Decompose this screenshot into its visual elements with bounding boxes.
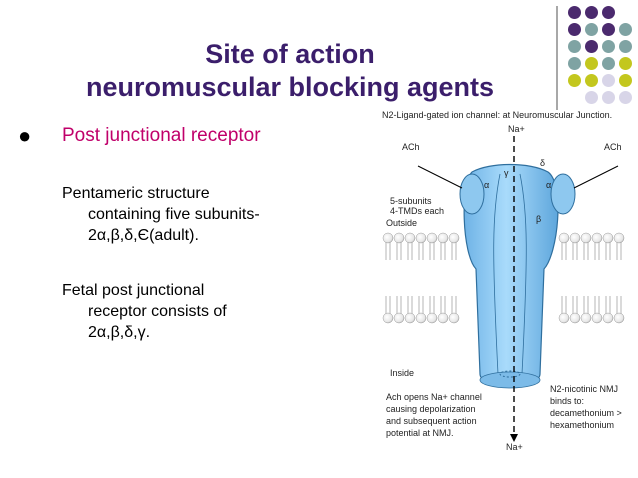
decorative-divider	[556, 6, 558, 110]
lipid-head	[404, 232, 416, 244]
lipid-head	[448, 232, 460, 244]
lipid-head	[415, 312, 427, 324]
ach-arrow-left	[417, 165, 463, 189]
lipid-head	[591, 312, 603, 324]
dot	[568, 57, 581, 70]
title-line-2: neuromuscular blocking agents	[85, 72, 495, 102]
dot	[568, 23, 581, 36]
lipid-head	[613, 312, 625, 324]
lipid-head	[591, 232, 603, 244]
lipid-head	[404, 312, 416, 324]
arrow-down-icon	[510, 434, 518, 442]
dot	[602, 23, 615, 36]
figure-caption: N2-Ligand-gated ion channel: at Neuromus…	[382, 110, 612, 120]
lipid-head	[426, 312, 438, 324]
membrane-lower-heads	[382, 296, 625, 324]
note1-line1: Ach opens Na+ channel	[386, 392, 482, 402]
lipid-head	[602, 232, 614, 244]
lipid-head	[448, 312, 460, 324]
note2-line4: hexamethonium	[550, 420, 614, 430]
channel-base	[479, 371, 541, 389]
note2-line1: N2-nicotinic NMJ	[550, 384, 618, 394]
dot	[602, 74, 615, 87]
subunits-label-2: 4-TMDs each	[390, 206, 444, 216]
ach-left-label: ACh	[402, 142, 420, 152]
bullet-text: Post junctional receptor	[62, 125, 261, 146]
dot	[602, 6, 615, 19]
lipid-head	[426, 232, 438, 244]
lipid-head	[580, 312, 592, 324]
gamma-label: γ	[504, 168, 509, 178]
inside-label: Inside	[390, 368, 414, 378]
dot	[585, 6, 598, 19]
para2-line1: Fetal post junctional	[62, 282, 205, 299]
dot	[619, 23, 632, 36]
note2-line2: binds to:	[550, 396, 584, 406]
na-top-label: Na+	[508, 124, 525, 134]
ach-right-label: ACh	[604, 142, 622, 152]
outside-label: Outside	[386, 218, 417, 228]
dot	[585, 40, 598, 53]
dot	[585, 91, 598, 104]
paragraph-adult-receptor: Pentameric structure containing five sub…	[62, 183, 322, 246]
dot	[602, 91, 615, 104]
dot	[568, 6, 581, 19]
note1-line3: and subsequent action	[386, 416, 477, 426]
dot	[585, 57, 598, 70]
ach-arrow-right	[573, 165, 619, 189]
dot	[602, 40, 615, 53]
para1-line3: 2α,β,δ,Є(adult).	[88, 227, 199, 244]
slide-title: Site of action neuromuscular blocking ag…	[40, 38, 540, 104]
lipid-head	[558, 232, 570, 244]
dot	[619, 40, 632, 53]
lipid-head	[393, 232, 405, 244]
para1-line1: Pentameric structure	[62, 185, 210, 202]
lipid-head	[437, 312, 449, 324]
note2-line3: decamethonium >	[550, 408, 622, 418]
lipid-head	[569, 232, 581, 244]
subunits-label-1: 5-subunits	[390, 196, 432, 206]
lipid-head	[382, 232, 394, 244]
dot	[585, 74, 598, 87]
lipid-head	[415, 232, 427, 244]
ach-binding-site-right	[550, 173, 576, 215]
beta-label: β	[536, 214, 541, 224]
dot	[585, 23, 598, 36]
dot	[568, 74, 581, 87]
para1-line2: containing five subunits-	[88, 206, 260, 223]
lipid-head	[393, 312, 405, 324]
note1-line4: potential at NMJ.	[386, 428, 454, 438]
lipid-head	[602, 312, 614, 324]
alpha-label: α	[546, 180, 551, 190]
para2-line2: receptor consists of	[88, 303, 227, 320]
bullet-item: ● Post junctional receptor	[18, 123, 261, 149]
receptor-channel	[463, 163, 559, 386]
dot	[619, 91, 632, 104]
ach-binding-site-left	[459, 173, 485, 215]
alpha-label: α	[484, 180, 489, 190]
subunit-line	[519, 173, 527, 375]
receptor-diagram: N2-Ligand-gated ion channel: at Neuromus…	[382, 110, 625, 452]
delta-label: δ	[540, 158, 545, 168]
dot	[568, 40, 581, 53]
lipid-head	[613, 232, 625, 244]
subunit-line	[493, 173, 501, 375]
lipid-head	[558, 312, 570, 324]
dot	[619, 57, 632, 70]
para2-line3: 2α,β,δ,γ.	[88, 324, 151, 341]
dot	[602, 57, 615, 70]
lipid-head	[382, 312, 394, 324]
paragraph-fetal-receptor: Fetal post junctional receptor consists …	[62, 280, 322, 343]
lipid-head	[437, 232, 449, 244]
bullet-icon: ●	[18, 123, 32, 148]
membrane-upper-heads	[382, 232, 625, 260]
na-bottom-label: Na+	[506, 442, 523, 452]
dot	[619, 74, 632, 87]
lipid-head	[569, 312, 581, 324]
title-line-1: Site of action	[205, 39, 375, 69]
note1-line2: causing depolarization	[386, 404, 476, 414]
pore-ring	[499, 370, 521, 378]
lipid-head	[580, 232, 592, 244]
